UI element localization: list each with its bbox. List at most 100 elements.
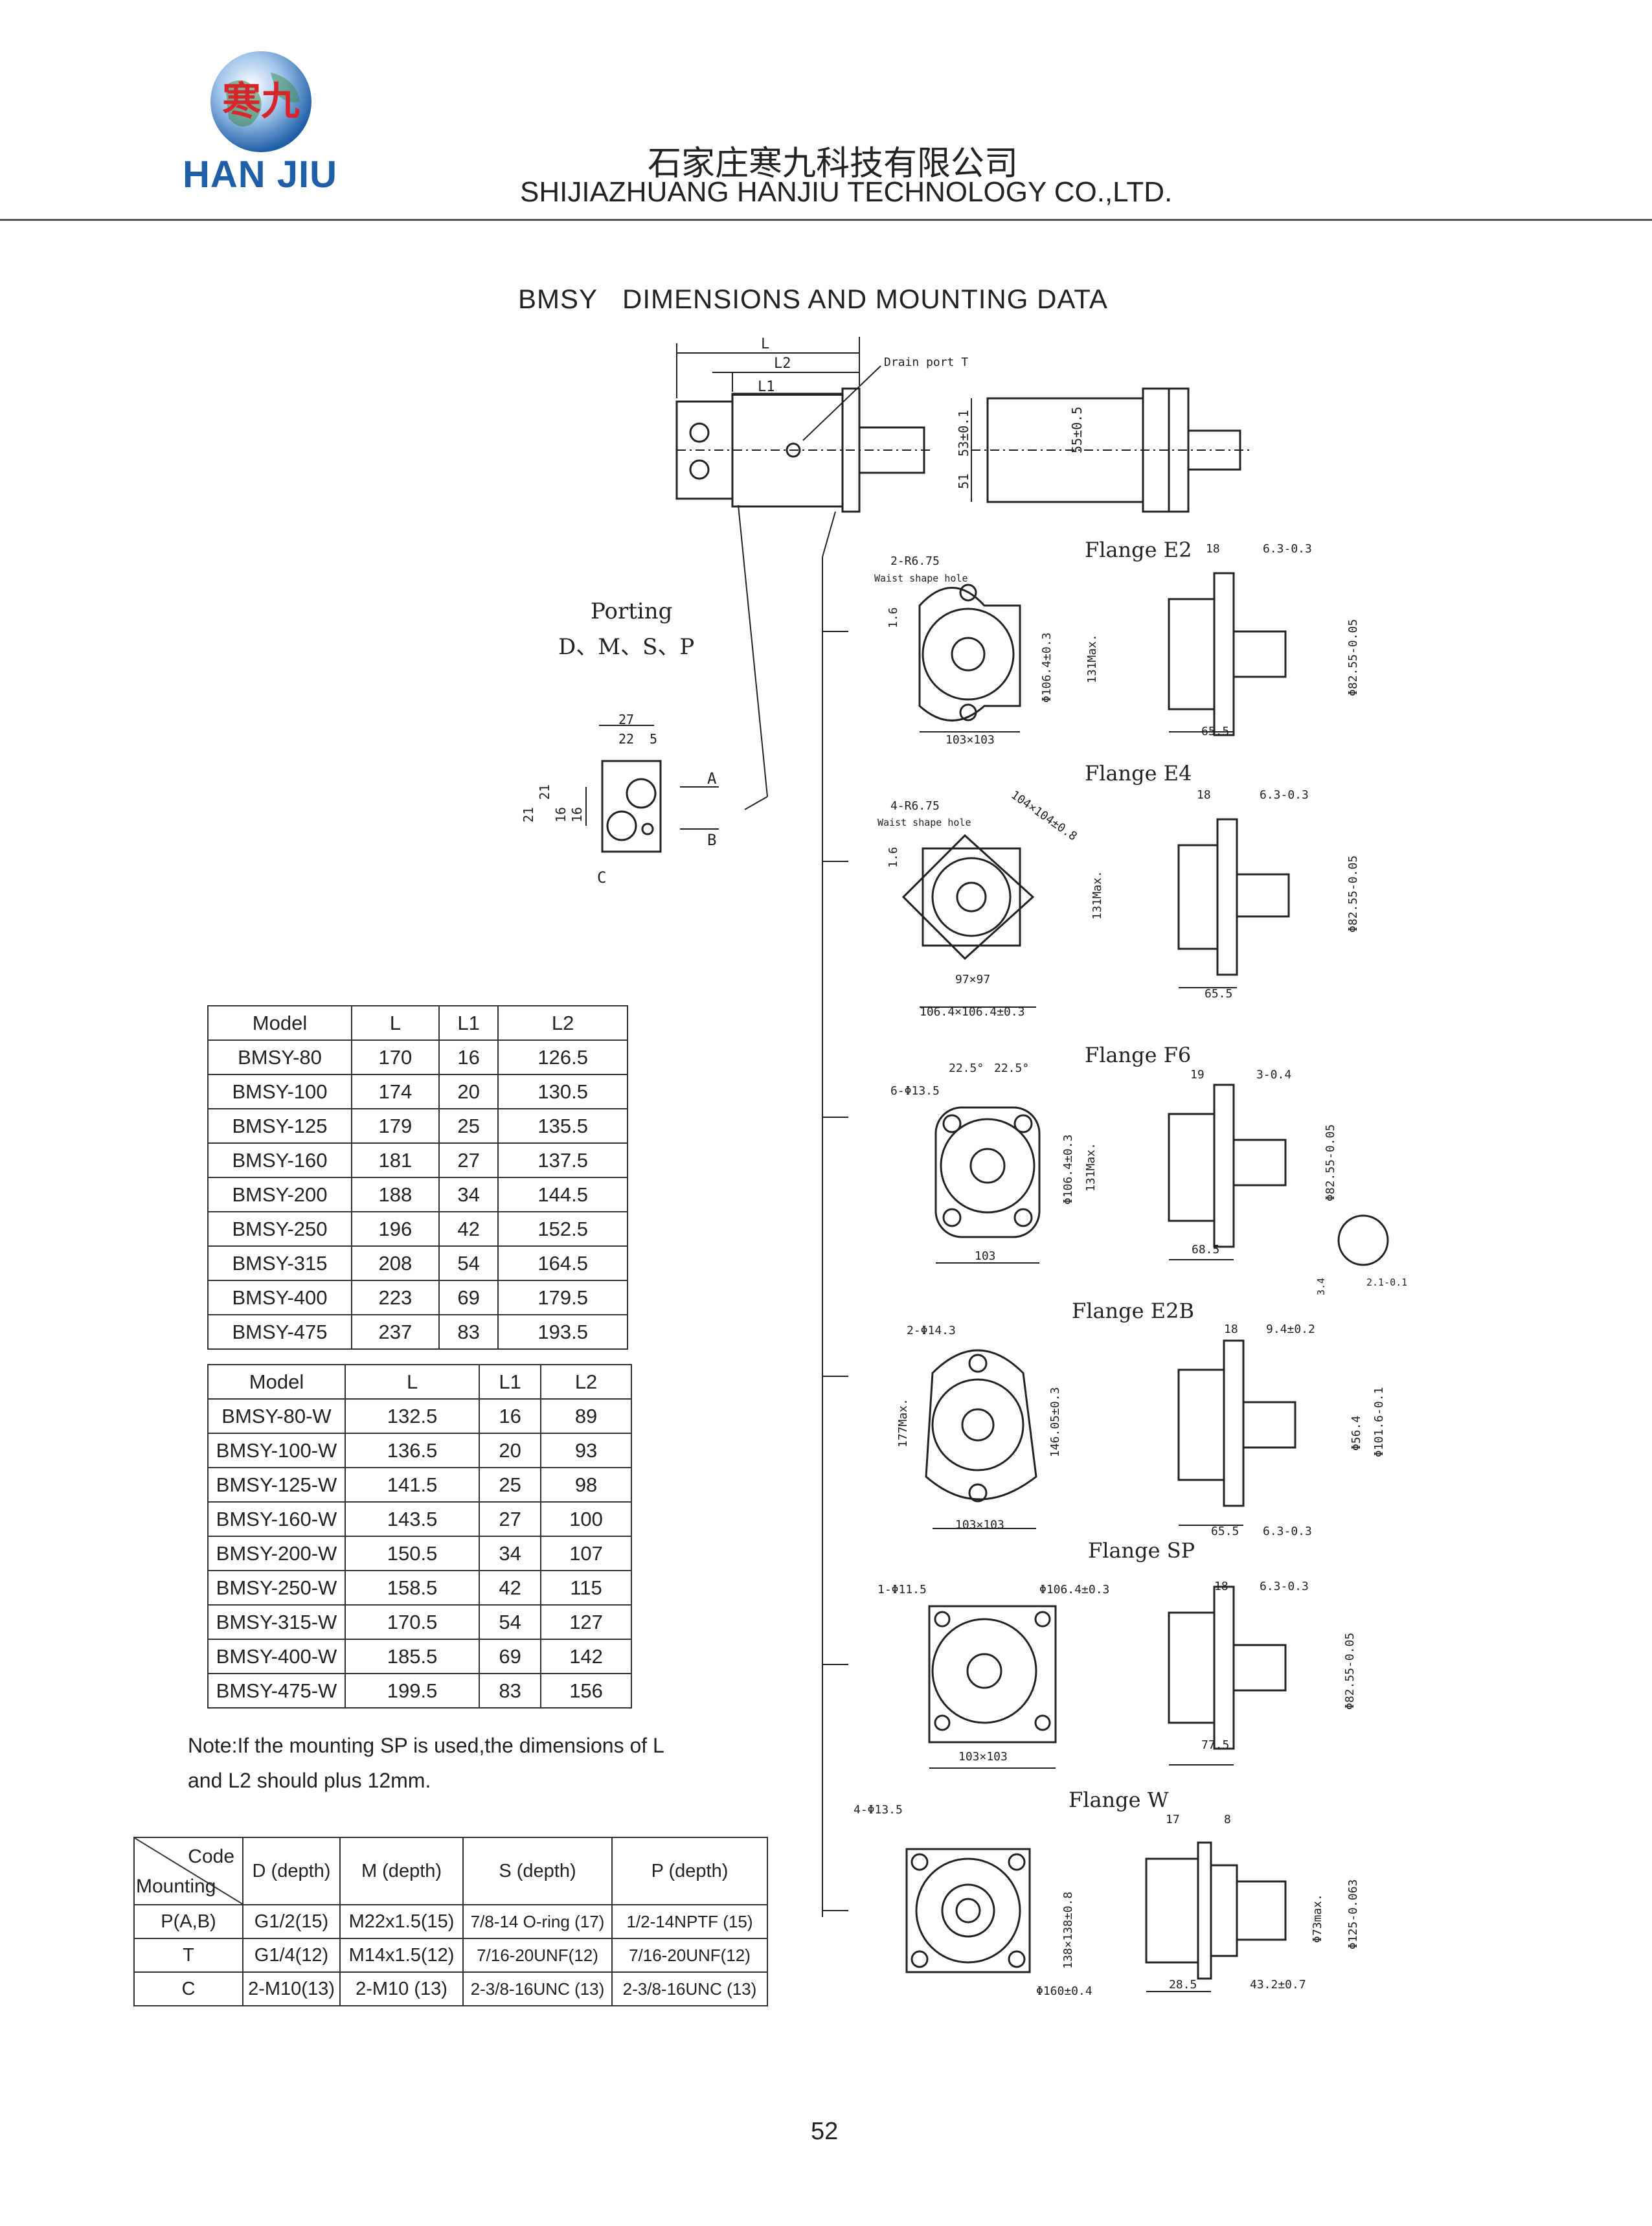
table-row: P(A,B)G1/2(15)M22x1.5(15)7/8-14 O-ring (… [133, 1904, 768, 1939]
drain-port-label: Drain port T [884, 356, 968, 369]
e2b-shaft1: Φ56.4 [1350, 1416, 1363, 1451]
table-cell: G1/4(12) [242, 1938, 341, 1973]
porting-codes: D、M、S、P [558, 634, 694, 660]
column-header: L1 [479, 1364, 542, 1400]
table-cell: 7/16-20UNF(12) [611, 1938, 768, 1973]
dim-l1: L1 [758, 379, 775, 395]
table-header-row: Model L L1 L2 [207, 1005, 628, 1041]
table-cell: BMSY-80-W [207, 1398, 346, 1434]
e2-pcd: Φ106.4±0.3 [1040, 633, 1054, 703]
table-cell: BMSY-125 [207, 1108, 352, 1144]
company-name-en: SHIJIAZHUANG HANJIU TECHNOLOGY CO.,LTD. [520, 176, 1173, 208]
table-cell: 223 [351, 1280, 440, 1315]
table-cell: BMSY-475-W [207, 1673, 346, 1709]
table-cell: 16 [438, 1039, 499, 1075]
e4-d16: 1.6 [887, 846, 900, 868]
f6-square: 103 [975, 1249, 996, 1263]
e2b-shaft2: Φ101.6-0.1 [1372, 1387, 1386, 1457]
dim-51: 51 [956, 473, 971, 489]
f6-pcd: Φ106.4±0.3 [1061, 1135, 1075, 1205]
table-cell: BMSY-200-W [207, 1536, 346, 1571]
table-cell: M22x1.5(15) [339, 1904, 464, 1939]
dim-l: L [761, 336, 769, 352]
porting-dim-22: 22 [618, 731, 634, 747]
dim-55: 55±0.5 [1069, 407, 1085, 453]
table-cell: 20 [479, 1433, 542, 1468]
e4-w655: 65.5 [1205, 987, 1232, 1001]
w-d125: Φ125-0.063 [1346, 1880, 1360, 1949]
dim-l2: L2 [774, 356, 791, 372]
table-cell: 179.5 [497, 1280, 628, 1315]
table-cell: BMSY-160-W [207, 1501, 346, 1537]
flange-f6-drawing [934, 1084, 1389, 1266]
table-header-row: Code Mounting D (depth) M (depth) S (dep… [133, 1837, 768, 1905]
table-cell: 25 [438, 1108, 499, 1144]
table-cell: 42 [479, 1570, 542, 1606]
table-cell: 69 [479, 1639, 542, 1674]
table-cell: 158.5 [344, 1570, 481, 1606]
e4-hole: 4-R6.75 [890, 799, 940, 813]
corner-code-label: Code [188, 1846, 234, 1867]
motor-side-view [675, 337, 933, 513]
flange-e4-label: Flange E4 [1085, 761, 1192, 786]
table-header-row: Model L L1 L2 [207, 1364, 632, 1400]
e2-square: 103×103 [945, 733, 995, 747]
table-cell: BMSY-315-W [207, 1604, 346, 1640]
table-cell: 1/2-14NPTF (15) [611, 1904, 768, 1939]
e2-shaft: Φ82.55-0.05 [1346, 619, 1360, 696]
table-cell: 170 [351, 1039, 440, 1075]
f6-angle-b: 22.5° [994, 1062, 1029, 1075]
page-title: BMSY DIMENSIONS AND MOUNTING DATA [518, 284, 1108, 315]
flange-f6-label: Flange F6 [1085, 1043, 1191, 1067]
table-cell: BMSY-475 [207, 1314, 352, 1350]
column-header: L1 [438, 1005, 499, 1041]
table-cell: BMSY-200 [207, 1177, 352, 1212]
porting-dim-5: 5 [650, 731, 657, 747]
e2b-w655: 65.5 [1211, 1525, 1239, 1538]
table-cell: 164.5 [497, 1245, 628, 1281]
f6-w685: 68.5 [1192, 1243, 1219, 1256]
porting-dim-16b: 16 [569, 807, 585, 823]
port-a-label: A [707, 769, 717, 788]
table-cell: 144.5 [497, 1177, 628, 1212]
port-c-label: C [597, 869, 606, 887]
column-header: L [344, 1364, 481, 1400]
table-cell: 83 [438, 1314, 499, 1350]
table-cell: 185.5 [344, 1639, 481, 1674]
porting-dim-27: 27 [618, 712, 634, 727]
w-d73: Φ73max. [1311, 1894, 1324, 1943]
table-cell: 25 [479, 1467, 542, 1503]
logo-glyph: 寒九 [222, 79, 300, 124]
w-pcd: Φ160±0.4 [1036, 1984, 1092, 1998]
table-cell: 2-3/8-16UNC (13) [611, 1971, 768, 2006]
table-cell: 132.5 [344, 1398, 481, 1434]
flange-e4-drawing [901, 818, 1290, 1008]
table-cell: BMSY-400 [207, 1280, 352, 1315]
f6-angle-a: 22.5° [949, 1062, 984, 1075]
table-cell: 141.5 [344, 1467, 481, 1503]
e2-w655: 65.5 [1201, 725, 1229, 738]
table-cell: 188 [351, 1177, 440, 1212]
table-cell: 34 [479, 1536, 542, 1571]
corner-mounting-label: Mounting [136, 1876, 216, 1897]
column-header: M (depth) [339, 1837, 464, 1905]
porting-dim-21b: 21 [537, 784, 552, 800]
table-cell: T [133, 1938, 243, 1973]
f6-hole: 6-Φ13.5 [890, 1084, 940, 1098]
table-cell: 115 [540, 1570, 632, 1606]
diagonal-line [135, 1838, 245, 1905]
w-hole: 4-Φ13.5 [854, 1803, 903, 1817]
table-cell: 93 [540, 1433, 632, 1468]
e2b-hole: 2-Φ14.3 [907, 1324, 956, 1337]
porting-dim-21a: 21 [521, 807, 536, 823]
